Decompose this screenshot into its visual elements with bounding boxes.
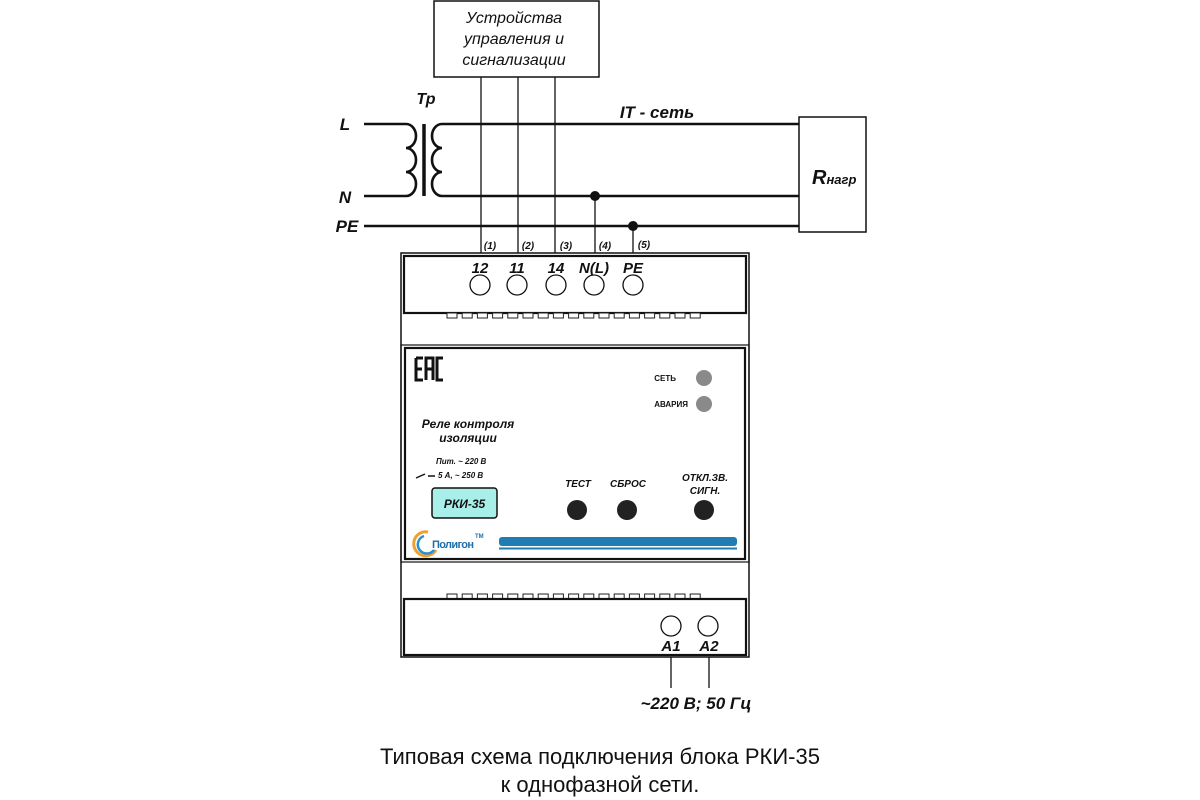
terminal-label-11: 11 <box>509 260 525 277</box>
load-label: Rнагр <box>812 167 856 189</box>
brand-bar <box>499 537 737 546</box>
terminal-screw-NL[interactable] <box>583 274 605 296</box>
led-alarm-icon <box>696 396 712 412</box>
contact-symbol-icon <box>415 473 435 479</box>
vent-tooth <box>522 312 534 319</box>
vent-tooth <box>674 312 686 319</box>
button-label-mute-line-1: ОТКЛ.ЗВ. <box>682 473 728 484</box>
terminal-screw-A2[interactable] <box>697 615 719 637</box>
indicator-label-alarm: АВАРИЯ <box>654 400 688 409</box>
vent-tooth <box>507 312 519 319</box>
vent-tooth <box>446 312 458 319</box>
front-panel <box>403 346 747 561</box>
eac-mark-icon <box>414 356 443 382</box>
relay-device <box>400 252 750 658</box>
terminal-label-PE: PE <box>623 260 644 277</box>
device-title-line-2: изоляции <box>439 431 497 445</box>
junction-PE <box>628 221 638 231</box>
brand-bar-underline <box>499 547 737 550</box>
wire-number-1: (1) <box>484 241 497 252</box>
terminal-label-NL: N(L) <box>579 260 609 277</box>
vent-tooth <box>598 312 610 319</box>
primary-winding <box>364 122 418 198</box>
line-label-L: L <box>340 115 350 134</box>
vent-tooth <box>476 312 488 319</box>
wire-number-2: (2) <box>522 241 535 252</box>
model-label: РКИ-35 <box>444 497 486 511</box>
contact-rating: 5 А, ~ 250 В <box>438 471 483 480</box>
vent-tooth <box>461 312 473 319</box>
vent-tooth <box>659 312 671 319</box>
control-box-line-1: Устройства <box>465 10 562 27</box>
line-label-PE: PE <box>336 217 359 236</box>
control-devices-box: Устройства управления и сигнализации <box>433 0 600 78</box>
vent-teeth-top <box>446 312 701 319</box>
wire-number-4: (4) <box>599 241 612 252</box>
model-badge <box>431 487 498 519</box>
reset-button[interactable] <box>617 500 637 520</box>
transformer: Тр <box>364 91 443 198</box>
supply-rating: Пит. ~ 220 В <box>436 457 487 466</box>
vent-tooth <box>583 312 595 319</box>
button-label-mute-line-2: СИГН. <box>690 486 721 497</box>
wire-number-5: (5) <box>638 240 651 251</box>
terminal-label-A2: A2 <box>698 638 719 655</box>
network-label: IT - сеть <box>620 103 694 122</box>
caption-line-2: к однофазной сети. <box>501 772 700 797</box>
control-box-line-2: управления и <box>463 31 564 48</box>
vent-tooth <box>492 312 504 319</box>
mute-alarm-button[interactable] <box>694 500 714 520</box>
wire-number-3: (3) <box>560 241 573 252</box>
junction-N <box>590 191 600 201</box>
terminal-screw-14[interactable] <box>545 274 567 296</box>
terminal-screw-A1[interactable] <box>660 615 682 637</box>
caption-line-1: Типовая схема подключения блока РКИ-35 <box>380 744 820 769</box>
test-button[interactable] <box>567 500 587 520</box>
vent-tooth <box>537 312 549 319</box>
indicator-label-network: СЕТЬ <box>654 374 676 383</box>
terminal-screw-11[interactable] <box>506 274 528 296</box>
led-network-icon <box>696 370 712 386</box>
vent-tooth <box>568 312 580 319</box>
terminal-label-A1: A1 <box>660 638 680 655</box>
supply-label: ~220 В; 50 Гц <box>641 694 752 713</box>
vent-tooth <box>628 312 640 319</box>
terminal-screw-12[interactable] <box>469 274 491 296</box>
terminal-label-12: 12 <box>472 260 489 277</box>
vent-tooth <box>689 312 701 319</box>
button-label-reset: СБРОС <box>610 479 647 490</box>
button-label-test: ТЕСТ <box>565 479 592 490</box>
vent-tooth <box>613 312 625 319</box>
brand-tm: ТМ <box>475 534 484 540</box>
top-terminal-block <box>402 254 748 315</box>
terminal-label-14: 14 <box>548 260 565 277</box>
brand-name: Полигон <box>432 539 474 551</box>
vent-tooth <box>644 312 656 319</box>
transformer-label: Тр <box>416 91 435 108</box>
vent-tooth <box>552 312 564 319</box>
secondary-winding <box>430 122 443 198</box>
vent-teeth-bottom <box>446 593 701 600</box>
line-label-N: N <box>339 188 352 207</box>
control-box-line-3: сигнализации <box>462 52 565 69</box>
device-title-line-1: Реле контроля <box>422 417 515 431</box>
bottom-terminal-block <box>402 597 748 657</box>
terminal-screw-PE[interactable] <box>622 274 644 296</box>
brand-swirl-icon <box>412 530 438 558</box>
load-box: Rнагр <box>798 116 867 233</box>
brand-logo: Полигон ТМ <box>412 530 484 558</box>
